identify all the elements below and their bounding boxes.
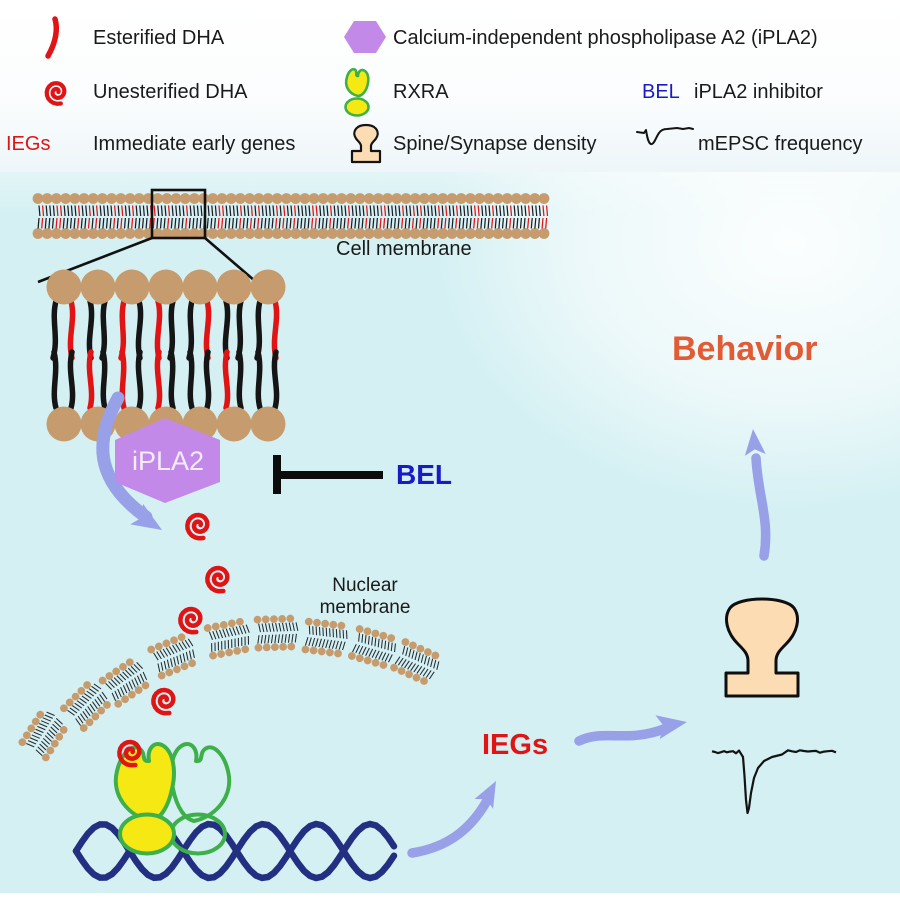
legend-label: iPLA2 inhibitor bbox=[694, 81, 823, 103]
unesterified-dha-curls bbox=[117, 512, 230, 768]
spine-shape bbox=[724, 597, 800, 698]
rxr-partner-outline bbox=[169, 742, 232, 856]
nuclear-membrane-label: Nuclear membrane bbox=[319, 575, 411, 618]
ipla2-enzyme-label: iPLA2 bbox=[131, 446, 205, 476]
arrow-dha-release bbox=[96, 391, 162, 530]
legend-key-bel: BEL bbox=[642, 81, 680, 103]
legend-label: Esterified DHA bbox=[93, 27, 225, 49]
behavior-label: Behavior bbox=[672, 330, 818, 368]
ipla2-hexagon bbox=[115, 418, 220, 503]
legend-key-iegs: IEGs bbox=[6, 133, 51, 155]
bottom-margin bbox=[0, 893, 900, 900]
iegs-label: IEGs bbox=[482, 729, 549, 761]
cell-membrane-label: Cell membrane bbox=[336, 238, 472, 260]
legend-label: Spine/Synapse density bbox=[393, 133, 597, 155]
legend-label: Immediate early genes bbox=[93, 133, 296, 155]
rxra-icon bbox=[344, 67, 370, 117]
mepsc-trace bbox=[711, 749, 837, 815]
magnified-bilayer bbox=[46, 269, 286, 442]
legend-panel bbox=[0, 0, 900, 172]
esterified-dha-icon bbox=[45, 16, 60, 59]
mepsc-trace-icon bbox=[636, 127, 694, 146]
legend-label: Unesterified DHA bbox=[93, 81, 248, 103]
legend-label: mEPSC frequency bbox=[698, 133, 863, 155]
legend-label: Calcium-independent phospholipase A2 (iP… bbox=[393, 27, 818, 49]
arrow-dna-to-iegs bbox=[407, 781, 496, 858]
legend-label: RXRA bbox=[393, 81, 449, 103]
bel-inhibition-bar bbox=[273, 455, 383, 494]
spine-icon bbox=[350, 123, 382, 164]
arrow-iegs-to-synapse bbox=[574, 715, 687, 746]
nuclear-membrane bbox=[18, 614, 440, 762]
unesterified-dha-icon bbox=[44, 81, 67, 106]
arrow-to-behavior bbox=[744, 429, 771, 561]
ipla2-hexagon-icon bbox=[344, 21, 386, 53]
bel-inhibitor-label: BEL bbox=[396, 459, 452, 490]
cell-membrane-bilayer bbox=[32, 193, 550, 239]
